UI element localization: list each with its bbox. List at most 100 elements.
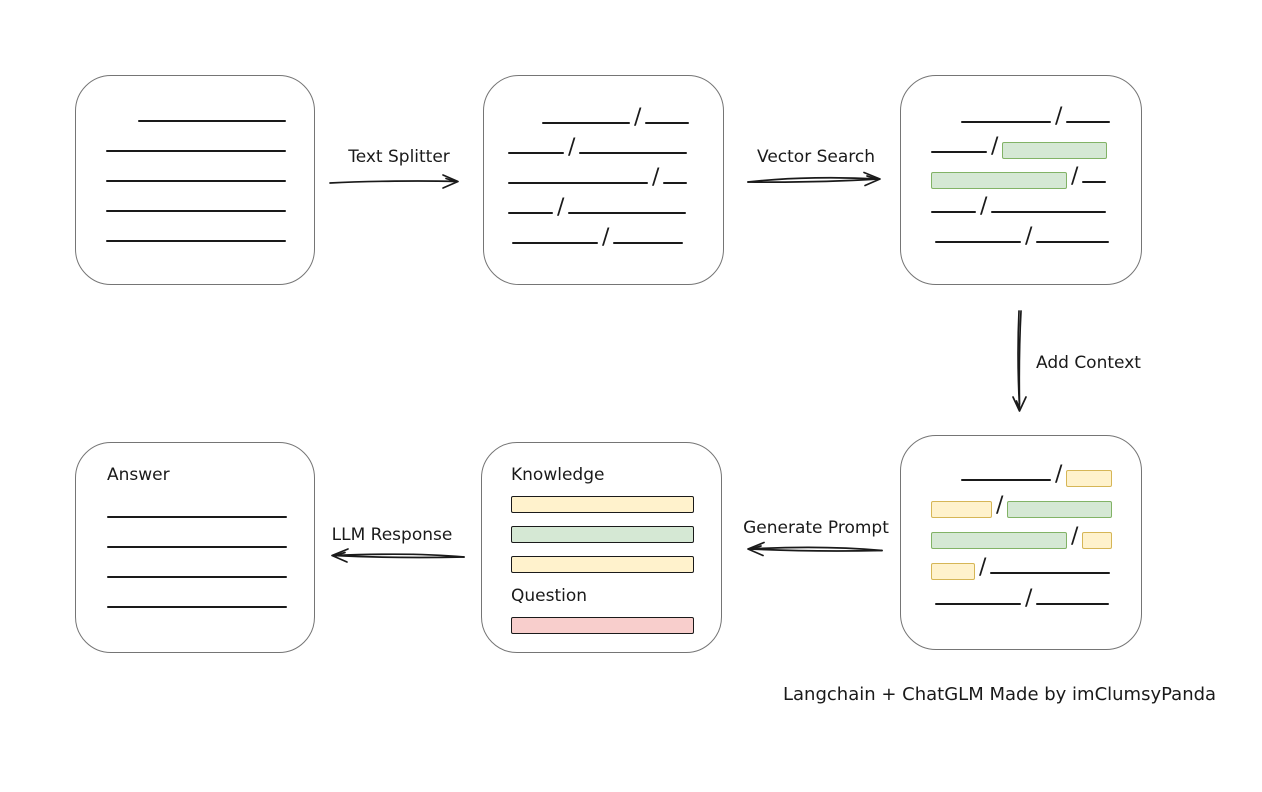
text-line xyxy=(107,516,287,518)
text-line xyxy=(961,121,1051,123)
text-line xyxy=(961,479,1051,481)
slash-separator: / xyxy=(568,135,576,160)
text-line xyxy=(991,211,1107,213)
llm-response-arrow-icon xyxy=(331,548,465,563)
slash-separator: / xyxy=(652,165,660,190)
chunk-row: / xyxy=(931,481,1141,518)
slash-separator: / xyxy=(991,134,999,159)
text-line xyxy=(990,572,1111,574)
text-line xyxy=(106,180,286,182)
chunk-chip-yellow xyxy=(1082,532,1113,549)
chunk-row: / xyxy=(931,123,1141,159)
knowledge-bars xyxy=(511,496,695,573)
text-line xyxy=(613,242,684,244)
text-line xyxy=(138,120,286,122)
text-line xyxy=(107,546,287,548)
chunk-row: / xyxy=(931,183,1141,218)
text-splitter-label: Text Splitter xyxy=(348,147,450,167)
chunk-row: / xyxy=(508,214,723,249)
chunk-row: / xyxy=(508,154,723,189)
context-chunk-lines: ///// xyxy=(901,436,1141,610)
chunk-chip-yellow xyxy=(931,501,992,518)
question-bars xyxy=(511,617,695,634)
chunk-row: / xyxy=(931,153,1141,189)
prompt-box: Knowledge Question xyxy=(481,442,722,653)
slash-separator: / xyxy=(979,555,987,580)
red-bar xyxy=(511,617,694,634)
matched-chunk-lines: / / / / / xyxy=(901,76,1141,248)
chunk-chip-green xyxy=(931,532,1067,549)
slash-separator: / xyxy=(1025,224,1033,249)
text-line xyxy=(931,151,987,153)
text-line xyxy=(663,182,688,184)
chunks-box: / / / / / xyxy=(483,75,724,285)
chunk-row: / xyxy=(931,450,1141,487)
question-heading: Question xyxy=(511,586,588,606)
llm-response-label: LLM Response xyxy=(331,525,453,545)
text-line xyxy=(508,182,648,184)
document-box xyxy=(75,75,315,285)
slash-separator: / xyxy=(996,493,1004,518)
add-context-label: Add Context xyxy=(1036,353,1141,373)
chunk-row xyxy=(106,182,314,212)
text-line xyxy=(508,212,553,214)
text-line xyxy=(512,242,598,244)
slash-separator: / xyxy=(1025,586,1033,611)
text-line xyxy=(931,211,976,213)
text-line xyxy=(645,122,690,124)
chunk-row: / xyxy=(931,93,1141,128)
generate-prompt-label: Generate Prompt xyxy=(743,518,889,538)
text-line xyxy=(579,152,688,154)
chunk-chip-green xyxy=(931,172,1067,189)
text-line xyxy=(935,603,1021,605)
slash-separator: / xyxy=(1055,462,1063,487)
chunk-row xyxy=(106,152,314,182)
add-context-arrow-icon xyxy=(1012,310,1027,412)
text-line xyxy=(106,150,286,152)
chunk-row: / xyxy=(931,512,1141,549)
knowledge-heading: Knowledge xyxy=(511,465,605,485)
chunk-chip-yellow xyxy=(1066,470,1113,487)
text-line xyxy=(542,122,630,124)
slash-separator: / xyxy=(1071,164,1079,189)
slash-separator: / xyxy=(602,225,610,250)
text-line xyxy=(1036,603,1110,605)
chunk-row xyxy=(107,578,314,608)
text-line xyxy=(1082,181,1107,183)
diagram-caption: Langchain + ChatGLM Made by imClumsyPand… xyxy=(783,684,1217,705)
generate-prompt-arrow-icon xyxy=(747,541,883,557)
chunk-row xyxy=(107,488,314,518)
chunk-row xyxy=(106,122,314,152)
chunk-chip-yellow xyxy=(931,563,975,580)
chunk-row: / xyxy=(508,94,723,129)
chunk-lines: / / / / / xyxy=(484,76,723,249)
text-line xyxy=(1066,121,1111,123)
chunk-row: / xyxy=(931,543,1141,580)
answer-lines xyxy=(107,486,314,608)
text-line xyxy=(1036,241,1110,243)
slash-separator: / xyxy=(1055,104,1063,129)
chunk-row: / xyxy=(931,213,1141,248)
text-splitter-arrow-icon xyxy=(329,174,459,189)
text-line xyxy=(106,210,286,212)
vector-search-label: Vector Search xyxy=(757,147,875,167)
text-line xyxy=(106,240,286,242)
yellow-bar xyxy=(511,556,694,573)
chunk-row: / xyxy=(508,184,723,219)
chunk-row xyxy=(106,92,314,122)
context-chunks-box: ///// xyxy=(900,435,1142,650)
yellow-bar xyxy=(511,496,694,513)
answer-heading: Answer xyxy=(107,465,170,485)
vector-search-arrow-icon xyxy=(747,171,881,187)
chunk-chip-green xyxy=(1002,142,1108,159)
slash-separator: / xyxy=(634,105,642,130)
slash-separator: / xyxy=(557,195,565,220)
text-line xyxy=(107,576,287,578)
document-lines xyxy=(76,76,314,242)
green-bar xyxy=(511,526,694,543)
slash-separator: / xyxy=(980,194,988,219)
text-line xyxy=(508,152,564,154)
text-line xyxy=(568,212,687,214)
answer-box: Answer xyxy=(75,442,315,653)
